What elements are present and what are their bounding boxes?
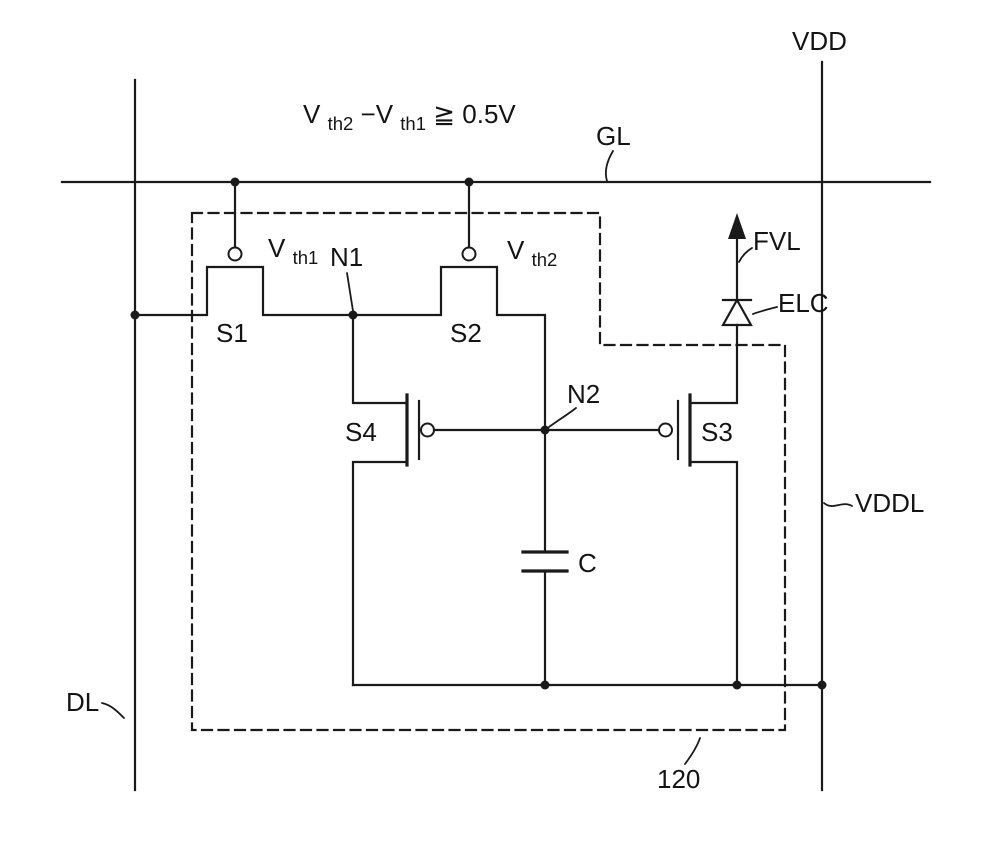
condition-label: V th2 −V th1 ≧ 0.5V bbox=[303, 99, 516, 136]
s4-source-lead bbox=[351, 460, 409, 687]
n2-label: N2 bbox=[567, 379, 600, 409]
fvl-label: FVL bbox=[753, 226, 801, 256]
s3-rail-junction-dot bbox=[732, 680, 742, 690]
capacitor-rail-junction-dot bbox=[540, 680, 550, 690]
n1-label: N1 bbox=[330, 242, 363, 272]
elc-label: ELC bbox=[778, 288, 829, 318]
gl-leader bbox=[604, 150, 614, 182]
transistor-s1-body bbox=[133, 265, 355, 317]
n1-leader bbox=[346, 272, 354, 312]
elc-leader bbox=[752, 306, 778, 315]
s3-gate-circle bbox=[658, 422, 673, 438]
vth1-main: V bbox=[268, 233, 286, 263]
s3-label: S3 bbox=[701, 417, 733, 447]
block-120-boundary bbox=[190, 211, 787, 732]
rail-vddl-junction-dot bbox=[817, 680, 827, 690]
s1-gate-circle bbox=[227, 246, 243, 262]
s3-drain-lead bbox=[688, 323, 739, 405]
condition-part-3: ≧ 0.5V bbox=[433, 99, 516, 129]
vddl-label: VDDL bbox=[855, 488, 924, 518]
s4-drain-lead bbox=[351, 313, 409, 405]
vdd-label: VDD bbox=[792, 26, 847, 56]
s2-label: S2 bbox=[450, 318, 482, 348]
vth1-sub: th1 bbox=[293, 247, 319, 268]
ref-120-leader bbox=[684, 737, 701, 765]
n1-node-dot bbox=[348, 310, 358, 320]
vth1-label: V th1 bbox=[268, 233, 318, 268]
ref-120-label: 120 bbox=[657, 764, 700, 794]
s3-source-lead bbox=[688, 460, 739, 687]
dl-label: DL bbox=[66, 687, 99, 717]
s1-label: S1 bbox=[216, 318, 248, 348]
s2-gate-circle bbox=[461, 246, 477, 262]
s4-gate-circle bbox=[420, 422, 435, 438]
vth2-label: V th2 bbox=[507, 235, 557, 270]
dl-s1-junction-dot bbox=[130, 310, 140, 320]
fvl-arrowhead-icon bbox=[728, 213, 746, 239]
condition-sub-2: th1 bbox=[400, 113, 426, 134]
condition-part-1: V bbox=[303, 99, 321, 129]
n2-leader bbox=[548, 407, 577, 428]
vth2-main: V bbox=[507, 235, 525, 265]
dl-leader bbox=[101, 702, 125, 719]
n2-node-dot bbox=[540, 425, 550, 435]
gl-s2-junction-dot bbox=[464, 177, 474, 187]
capacitor-label: C bbox=[578, 548, 597, 578]
vth2-sub: th2 bbox=[532, 249, 558, 270]
condition-sub-1: th2 bbox=[328, 113, 354, 134]
vddl-leader bbox=[823, 502, 853, 507]
s4-label: S4 bbox=[345, 417, 377, 447]
condition-part-2: −V bbox=[361, 99, 394, 129]
fvl-leader bbox=[738, 247, 753, 263]
transistor-s2-body bbox=[351, 265, 547, 432]
gl-label: GL bbox=[596, 121, 631, 151]
elc-diode-triangle bbox=[721, 297, 753, 327]
gl-s1-junction-dot bbox=[230, 177, 240, 187]
